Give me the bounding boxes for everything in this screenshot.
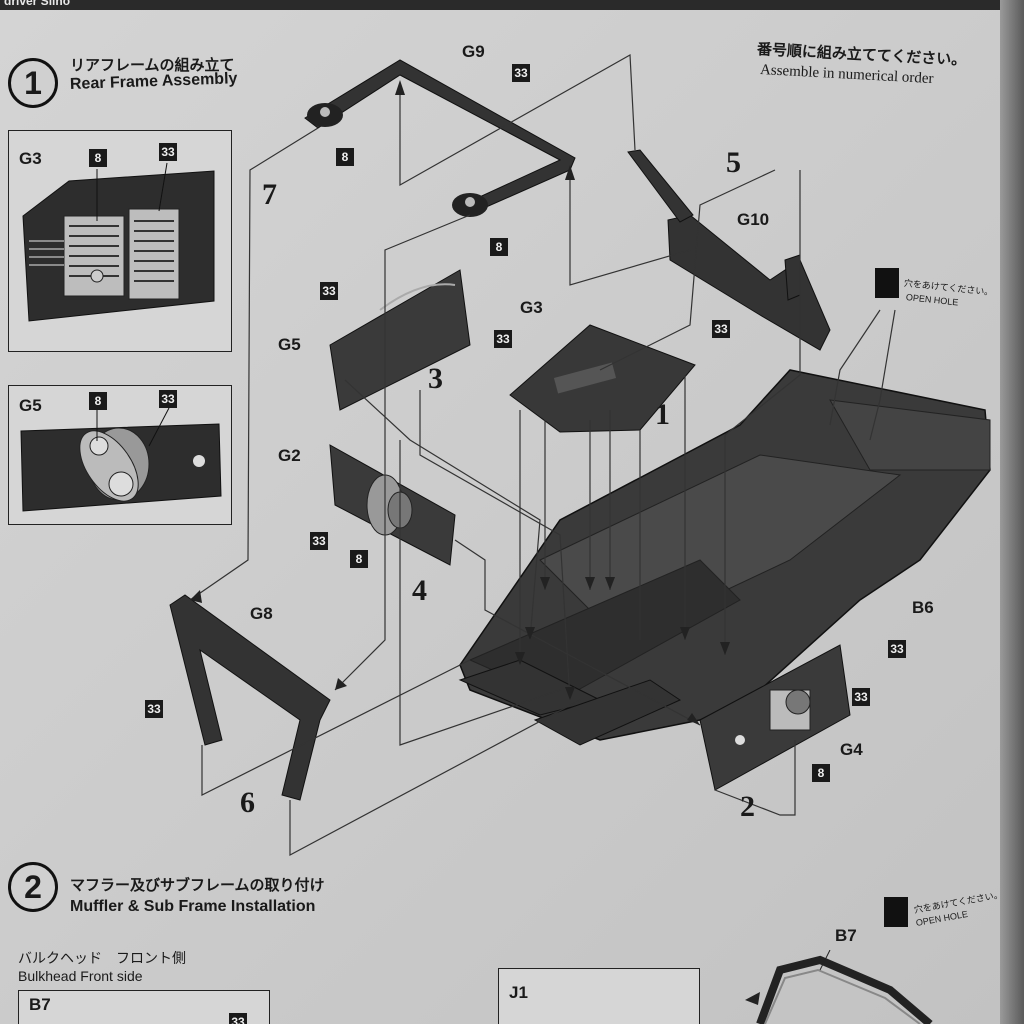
badge-33-g5: 33	[320, 282, 338, 300]
step-number-4: 4	[412, 574, 427, 607]
label-g5: G5	[278, 335, 301, 354]
badge-33-g10: 33	[712, 320, 730, 338]
step1-number-circle: 1	[8, 58, 58, 108]
inset-b7-label: B7	[29, 995, 51, 1014]
inset-g5-drawing	[20, 407, 222, 512]
inset-b7-badge-33: 33	[229, 1013, 247, 1024]
label-b7-right: B7	[835, 926, 857, 945]
step-number-2: 2	[740, 790, 755, 823]
inset-g5-badge-8: 8	[89, 392, 107, 410]
step-number-7: 7	[262, 178, 277, 211]
badge-8-g9-left: 8	[336, 148, 354, 166]
badge-33-g8: 33	[145, 700, 163, 718]
step-number-3: 3	[428, 362, 443, 395]
badge-8-g4: 8	[812, 764, 830, 782]
step2-number: 2	[24, 868, 42, 905]
inset-g3-badge-8: 8	[89, 149, 107, 167]
part-g5	[329, 269, 471, 411]
top-strip-text: driver Silho	[4, 0, 71, 8]
label-b6: B6	[912, 598, 934, 617]
inset-g5-label: G5	[19, 396, 42, 415]
inset-j1-label: J1	[509, 983, 528, 1002]
label-g4: G4	[840, 740, 863, 759]
step1-number: 1	[24, 64, 42, 101]
step2-title-jp: マフラー及びサブフレームの取り付け	[70, 877, 325, 894]
step2-b7-drawing	[745, 950, 933, 1024]
inset-g3-label: G3	[19, 149, 42, 168]
inset-g3-badge-33: 33	[159, 143, 177, 161]
step-number-5: 5	[726, 146, 741, 179]
inset-g5-badge-33: 33	[159, 390, 177, 408]
label-g10: G10	[737, 210, 770, 229]
label-g8: G8	[250, 604, 273, 623]
label-g2: G2	[278, 446, 301, 465]
inset-g3-drawing	[22, 162, 215, 322]
inset-g3: G3 8 33	[8, 130, 232, 352]
badge-8-g2: 8	[350, 550, 368, 568]
inset-j1: J1	[498, 968, 700, 1024]
label-g9: G9	[462, 42, 485, 61]
step1-title-jp: リアフレームの組み立て	[70, 57, 235, 74]
step-number-6: 6	[240, 786, 255, 819]
top-strip: driver Silho	[0, 0, 1024, 10]
inset-b7: B7 33	[18, 990, 270, 1024]
badge-8-g9-right: 8	[490, 238, 508, 256]
open-hole-icon	[875, 268, 899, 298]
part-g9	[304, 59, 576, 213]
badge-33-g4: 33	[852, 688, 870, 706]
bulkhead-label-en: Bulkhead Front side	[18, 968, 143, 984]
badge-33-g3: 33	[494, 330, 512, 348]
part-g8	[169, 594, 331, 801]
open-hole-icon-step2	[884, 897, 908, 927]
badge-33-b6: 33	[888, 640, 906, 658]
bulkhead-label-jp: バルクヘッド フロント側	[18, 950, 186, 966]
label-g3: G3	[520, 298, 543, 317]
badge-33-g9: 33	[512, 64, 530, 82]
page-binding-edge	[1000, 0, 1024, 1024]
step2-number-circle: 2	[8, 862, 58, 912]
part-g10	[667, 214, 831, 351]
inset-g5: G5 8 33	[8, 385, 232, 525]
badge-33-g2: 33	[310, 532, 328, 550]
step2-title-en: Muffler & Sub Frame Installation	[70, 898, 316, 915]
step-number-1: 1	[655, 398, 670, 431]
